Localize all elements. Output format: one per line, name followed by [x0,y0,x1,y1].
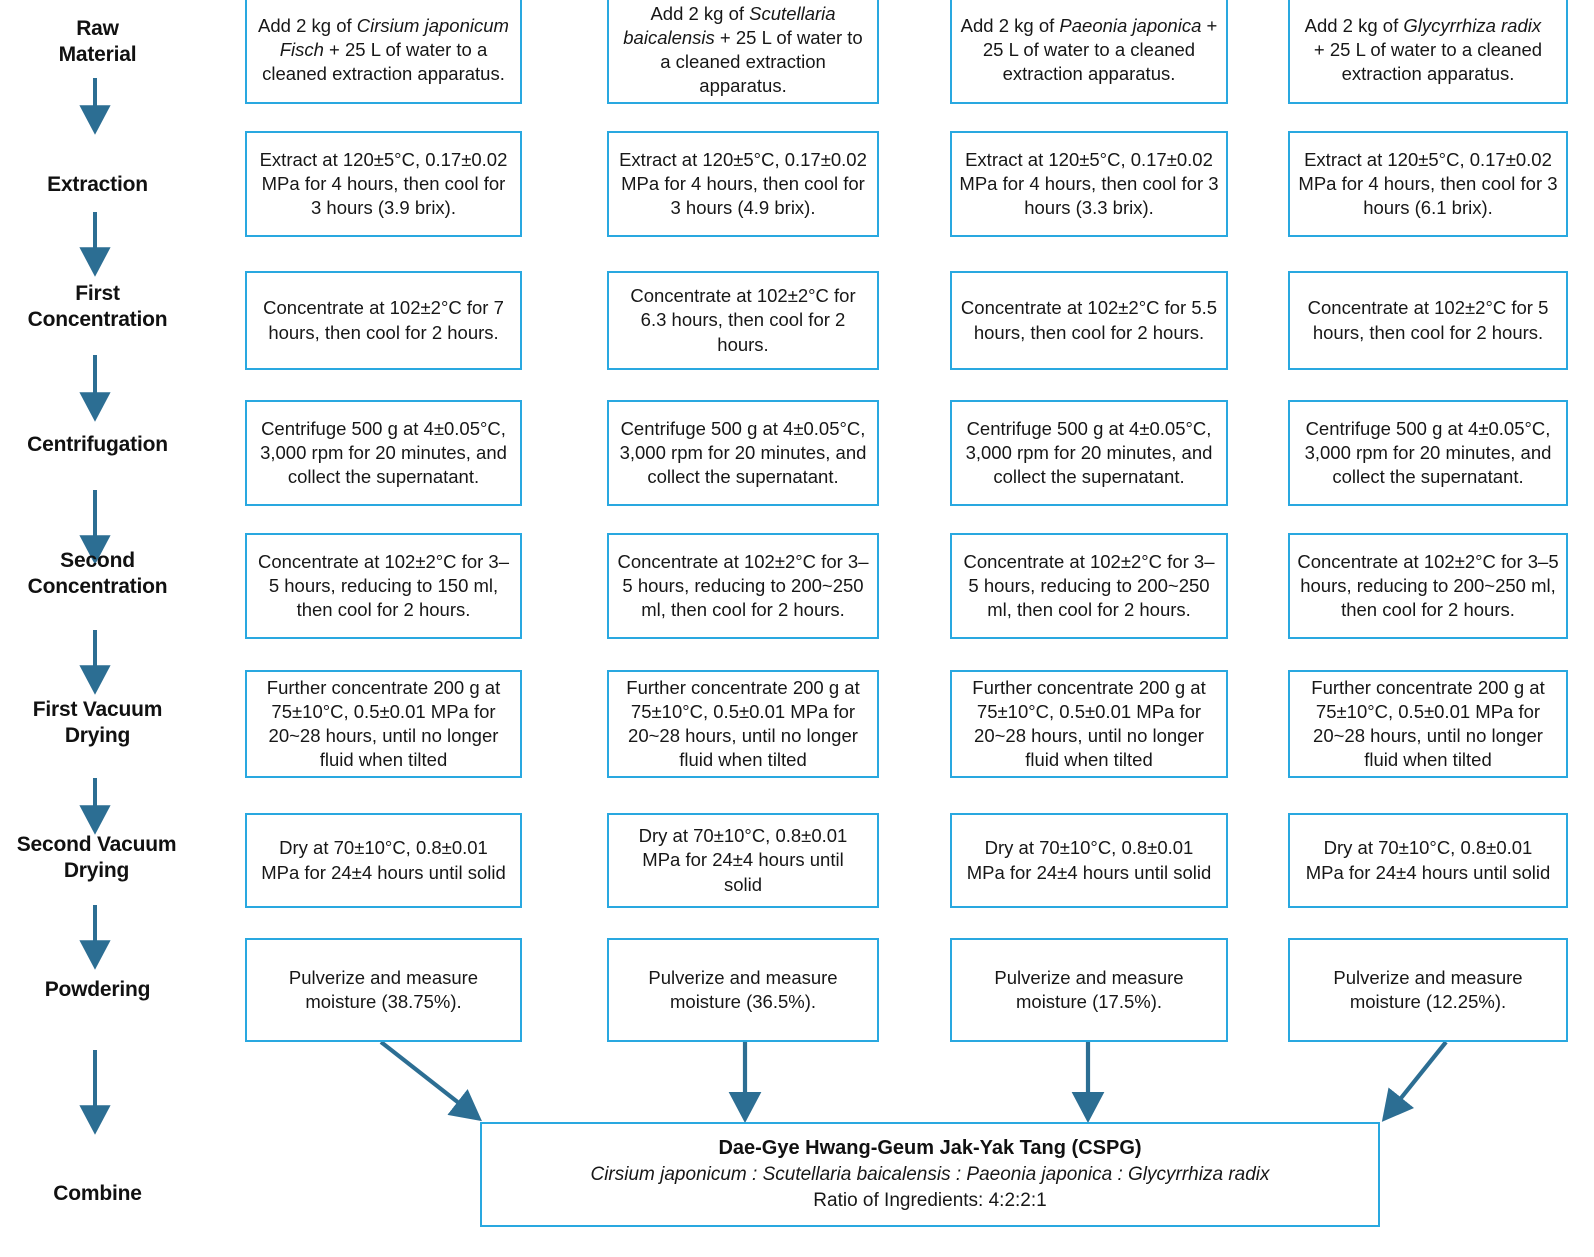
process-box-extraction-cirsium: Extract at 120±5°C, 0.17±0.02 MPa for 4 … [245,131,522,237]
process-box-extraction-paeonia: Extract at 120±5°C, 0.17±0.02 MPa for 4 … [950,131,1228,237]
process-box-first-vacuum-drying-cirsium: Further concentrate 200 g at 75±10°C, 0.… [245,670,522,778]
process-box-raw-material-scutellaria: Add 2 kg of Scutellaria baicalensis + 25… [607,0,879,104]
process-box-centrifugation-paeonia: Centrifuge 500 g at 4±0.05°C, 3,000 rpm … [950,400,1228,506]
process-box-second-concentration-scutellaria: Concentrate at 102±2°C for 3–5 hours, re… [607,533,879,639]
process-box-first-concentration-scutellaria: Concentrate at 102±2°C for 6.3 hours, th… [607,271,879,370]
process-box-second-vacuum-drying-scutellaria: Dry at 70±10°C, 0.8±0.01 MPa for 24±4 ho… [607,813,879,908]
process-box-second-vacuum-drying-cirsium: Dry at 70±10°C, 0.8±0.01 MPa for 24±4 ho… [245,813,522,908]
process-box-first-vacuum-drying-paeonia: Further concentrate 200 g at 75±10°C, 0.… [950,670,1228,778]
process-box-second-concentration-cirsium: Concentrate at 102±2°C for 3–5 hours, re… [245,533,522,639]
process-box-first-concentration-cirsium: Concentrate at 102±2°C for 7 hours, then… [245,271,522,370]
process-box-second-concentration-paeonia: Concentrate at 102±2°C for 3–5 hours, re… [950,533,1228,639]
process-box-extraction-scutellaria: Extract at 120±5°C, 0.17±0.02 MPa for 4 … [607,131,879,237]
stage-label-centrifugation: Centrifugation [27,433,168,456]
process-box-powdering-glycyrrhiza: Pulverize and measure moisture (12.25%). [1288,938,1568,1042]
combine-species-ratio: Cirsium japonicum : Scutellaria baicalen… [590,1164,1270,1186]
process-box-second-concentration-glycyrrhiza: Concentrate at 102±2°C for 3–5 hours, re… [1288,533,1568,639]
combine-ingredient-ratio: Ratio of Ingredients: 4:2:2:1 [813,1190,1047,1211]
process-box-raw-material-glycyrrhiza: Add 2 kg of Glycyrrhiza radix + 25 L of … [1288,0,1568,104]
process-box-extraction-glycyrrhiza: Extract at 120±5°C, 0.17±0.02 MPa for 4 … [1288,131,1568,237]
process-box-raw-material-paeonia: Add 2 kg of Paeonia japonica + 25 L of w… [950,0,1228,104]
process-box-second-vacuum-drying-glycyrrhiza: Dry at 70±10°C, 0.8±0.01 MPa for 24±4 ho… [1288,813,1568,908]
combine-result-box: Dae-Gye Hwang-Geum Jak-Yak Tang (CSPG) C… [480,1122,1380,1227]
process-box-powdering-scutellaria: Pulverize and measure moisture (36.5%). [607,938,879,1042]
process-box-raw-material-cirsium: Add 2 kg of Cirsium japonicum Fisch + 25… [245,0,522,104]
process-box-centrifugation-glycyrrhiza: Centrifuge 500 g at 4±0.05°C, 3,000 rpm … [1288,400,1568,506]
combine-formula-title: Dae-Gye Hwang-Geum Jak-Yak Tang (CSPG) [718,1137,1142,1160]
process-box-powdering-paeonia: Pulverize and measure moisture (17.5%). [950,938,1228,1042]
process-box-powdering-cirsium: Pulverize and measure moisture (38.75%). [245,938,522,1042]
arrow-col1-to-combine [379,1040,482,1122]
process-box-first-vacuum-drying-glycyrrhiza: Further concentrate 200 g at 75±10°C, 0.… [1288,670,1568,778]
stage-label-combine: Combine [53,1182,142,1205]
process-box-centrifugation-cirsium: Centrifuge 500 g at 4±0.05°C, 3,000 rpm … [245,400,522,506]
process-box-centrifugation-scutellaria: Centrifuge 500 g at 4±0.05°C, 3,000 rpm … [607,400,879,506]
process-box-first-vacuum-drying-scutellaria: Further concentrate 200 g at 75±10°C, 0.… [607,670,879,778]
stage-label-powdering: Powdering [44,978,151,1001]
process-box-second-vacuum-drying-paeonia: Dry at 70±10°C, 0.8±0.01 MPa for 24±4 ho… [950,813,1228,908]
process-box-first-concentration-paeonia: Concentrate at 102±2°C for 5.5 hours, th… [950,271,1228,370]
process-box-first-concentration-glycyrrhiza: Concentrate at 102±2°C for 5 hours, then… [1288,271,1568,370]
arrow-col4-to-combine [1381,1040,1448,1122]
stage-label-extraction: Extraction [47,173,148,196]
